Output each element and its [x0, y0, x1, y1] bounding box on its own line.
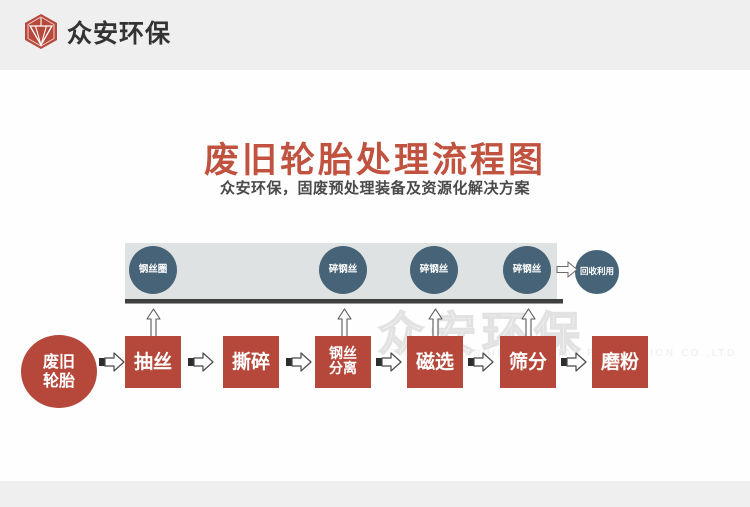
- flow-arrow-5: [468, 351, 494, 373]
- recovery-node-5[interactable]: 回收利用: [575, 250, 619, 294]
- process-step-6[interactable]: 磨粉: [592, 336, 648, 388]
- process-step-label: 磁选: [415, 350, 454, 373]
- recovery-node-label: 钢丝圈: [138, 264, 168, 276]
- process-start-label: 废旧轮胎: [42, 352, 75, 390]
- recovery-node-label: 碎钢丝: [328, 264, 358, 276]
- brand: 众安环保: [24, 13, 171, 50]
- process-step-label: 抽丝: [133, 350, 172, 373]
- recovery-node-2[interactable]: 碎钢丝: [319, 246, 367, 294]
- flow-arrow-2: [188, 351, 214, 373]
- diagram-canvas: 众安环保 ZHONGAN ENVIRONMENTAL PROTECTION CO…: [0, 70, 750, 481]
- bottom-strip: [0, 481, 750, 507]
- flow-arrow-4: [376, 351, 402, 373]
- flow-arrow-1: [99, 351, 125, 373]
- brand-name: 众安环保: [67, 18, 172, 48]
- process-step-5[interactable]: 筛分: [500, 336, 556, 388]
- process-step-1[interactable]: 抽丝: [125, 336, 181, 388]
- recovery-node-label: 碎钢丝: [512, 264, 542, 276]
- process-step-3[interactable]: 钢丝分离: [315, 336, 371, 388]
- process-start-node[interactable]: 废旧轮胎: [21, 335, 97, 408]
- process-step-label: 磨粉: [600, 350, 639, 373]
- recovery-node-label: 回收利用: [579, 266, 614, 277]
- process-step-4[interactable]: 磁选: [407, 336, 463, 388]
- arrow-to-recycle-icon: [556, 260, 578, 279]
- recovery-node-label: 碎钢丝: [419, 264, 449, 276]
- page-title: 废旧轮胎处理流程图: [203, 141, 546, 181]
- process-step-label: 筛分: [508, 350, 547, 373]
- process-step-label: 撕碎: [231, 350, 270, 373]
- recovery-node-4[interactable]: 碎钢丝: [503, 246, 551, 294]
- header-bar: 众安环保: [0, 0, 750, 70]
- page-subtitle: 众安环保，固废预处理装备及资源化解决方案: [219, 179, 530, 197]
- flow-arrow-6: [561, 351, 587, 373]
- cube-diamond-logo-icon: [24, 13, 58, 50]
- process-step-2[interactable]: 撕碎: [223, 336, 279, 388]
- recovery-band-rule: [125, 299, 563, 304]
- recovery-node-1[interactable]: 钢丝圈: [129, 246, 177, 294]
- recovery-node-3[interactable]: 碎钢丝: [410, 246, 458, 294]
- process-step-label: 钢丝分离: [329, 345, 357, 377]
- flow-arrow-3: [286, 351, 312, 373]
